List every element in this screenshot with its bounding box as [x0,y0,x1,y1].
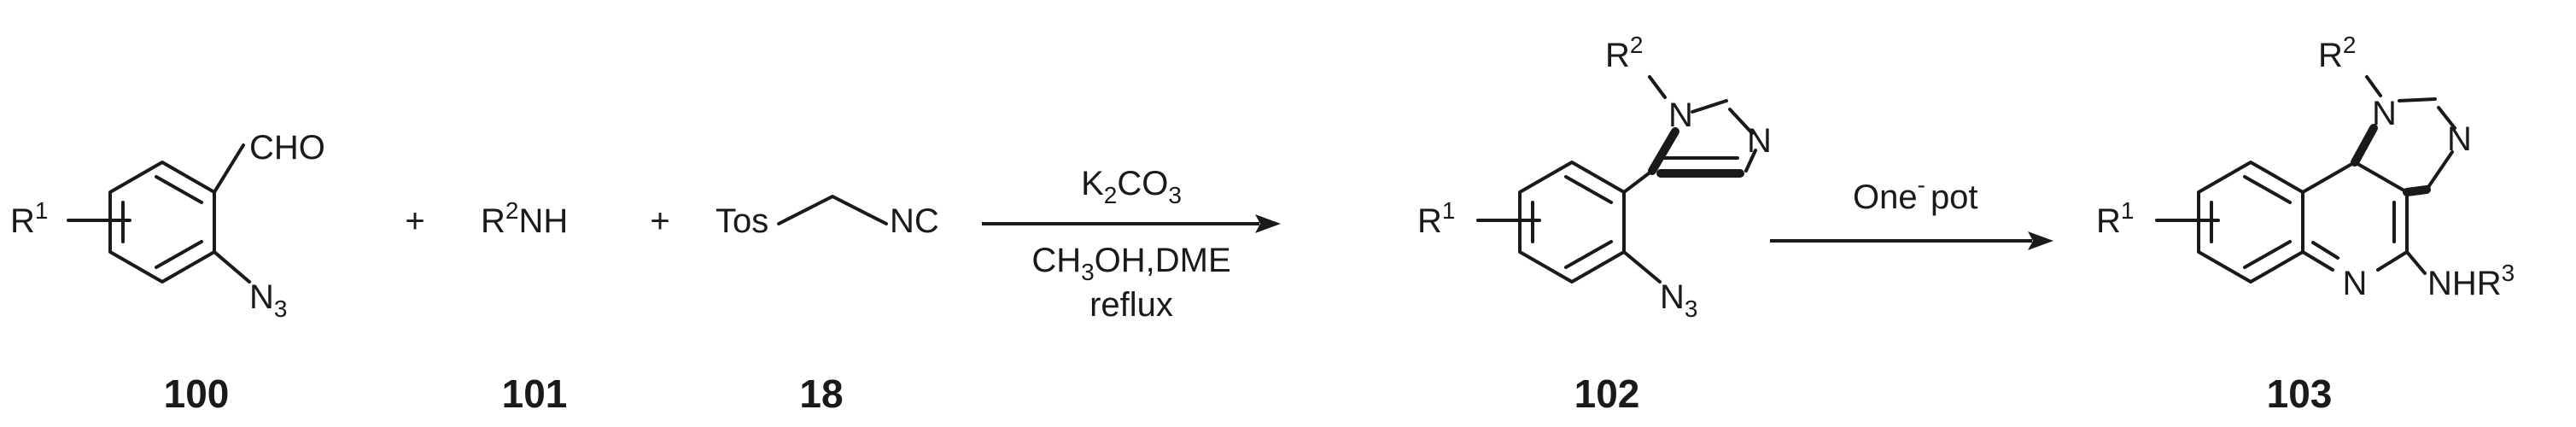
compound-100-cho-bond [213,143,245,194]
compound-103-quinoline-n-label: N [2343,265,2368,302]
compound-103-pyridine-ring [2301,161,2409,272]
compound-103-r2-label: R2 [2318,32,2356,74]
compound-101-number: 101 [502,371,568,416]
compound-102-azide-label: N3 [1660,278,1697,322]
compound-102-r2-label: R2 [1605,32,1643,74]
compound-102-number: 102 [1574,371,1640,416]
compound-103-r2-bond [2365,75,2382,97]
compound-100-azide-label: N3 [249,278,287,322]
reaction-arrow-2 [1770,231,2053,250]
compound-18-chain-bonds [777,195,888,225]
compound-102-r2-bond [1648,75,1667,99]
compound-100-azide-bond [213,250,251,284]
compound-102-azide-bond [1622,250,1662,284]
compound-18: Tos NC 18 [716,195,939,416]
compound-100: CHO N3 R1 100 [10,129,325,416]
compound-100-r1-label: R1 [10,197,48,240]
compound-103-n3-label: N [2447,120,2472,158]
compound-103-imidazole-ring [2351,97,2456,196]
compound-103: R1 N N N R2 NHR3 103 [2096,32,2515,416]
plus-sign-2: + [650,202,669,240]
compound-18-nc-label: NC [890,202,939,240]
compound-100-number: 100 [164,371,230,416]
compound-102-r1-label: R1 [1417,197,1455,240]
compound-102-aryl-imidazole-bond [1622,169,1654,194]
compound-103-number: 103 [2267,371,2333,416]
compound-103-n1-label: N [2372,95,2397,132]
compound-102-n3-label: N [1747,122,1772,160]
compound-103-amine-label: NHR3 [2427,260,2515,302]
compound-101: R2NH 101 [481,197,568,416]
compound-103-r1-label: R1 [2096,197,2134,240]
step1-solvent: CH3OH,DME [1031,242,1230,285]
compound-102: R1 N3 N N R2 102 [1417,32,1772,416]
compound-18-number: 18 [799,371,843,416]
compound-102-imidazole-ring [1648,99,1757,178]
compound-100-aldehyde-label: CHO [249,129,325,167]
step1-base-reagent: K2CO3 [1081,165,1182,208]
compound-101-formula: R2NH [481,197,568,240]
reaction-arrow-1 [982,214,1281,233]
step1-condition: reflux [1089,286,1173,324]
step2-condition: One-pot [1853,172,1978,216]
compound-102-n1-label: N [1668,97,1693,134]
compound-18-tos-label: Tos [716,202,768,240]
compound-103-amine-bond [2405,250,2427,275]
plus-sign-1: + [405,202,424,240]
